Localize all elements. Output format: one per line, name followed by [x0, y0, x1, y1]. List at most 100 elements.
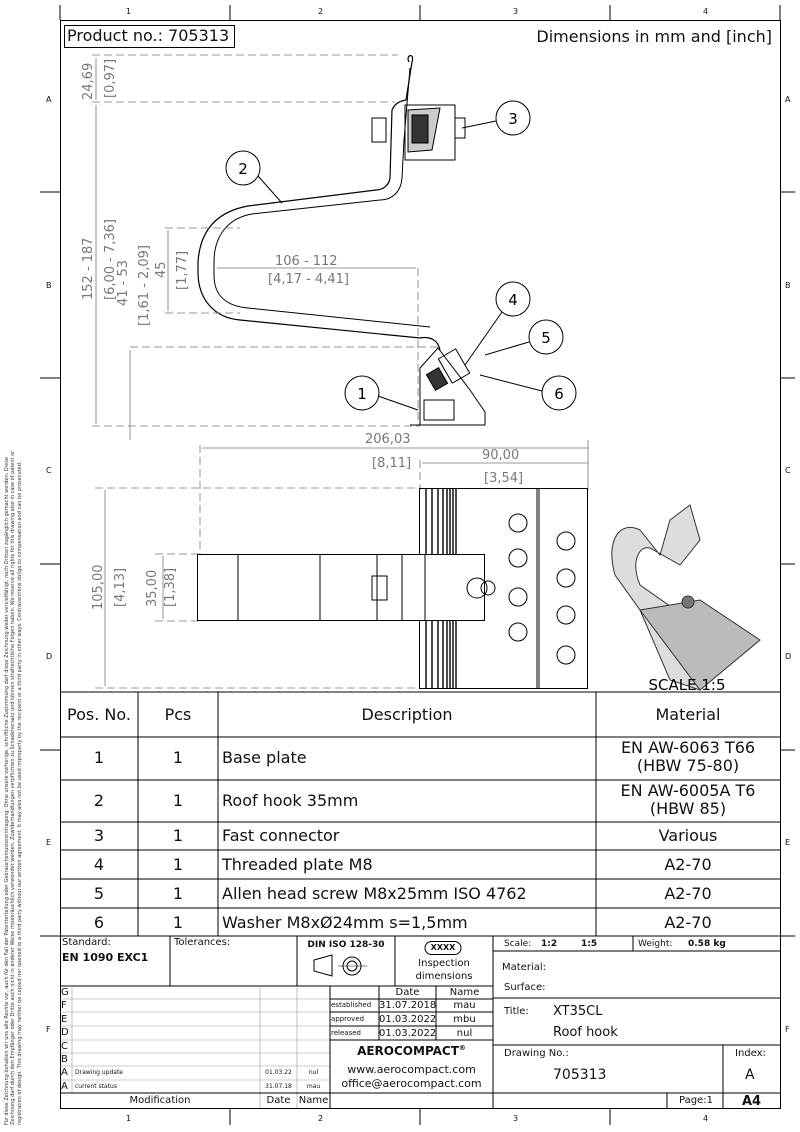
- material-hardness: (HBW 85): [649, 799, 727, 818]
- company-website[interactable]: www.aerocompact.com: [347, 1063, 476, 1076]
- registered-mark: ®: [458, 1044, 466, 1052]
- dim-text: [1,77]: [175, 251, 190, 290]
- balloon-1: 1: [357, 385, 367, 403]
- modification-label: Modification: [129, 1095, 191, 1106]
- index-label: Index:: [735, 1048, 766, 1059]
- company-name: AEROCOMPACT: [357, 1044, 459, 1058]
- rev-letter: G: [61, 987, 69, 998]
- company-logo: AEROCOMPACT®: [330, 1044, 493, 1058]
- pcs: 1: [172, 855, 184, 874]
- material: EN AW-6005A T6: [620, 781, 756, 800]
- dim-text: [3,54]: [484, 471, 523, 486]
- description: Roof hook 35mm: [222, 791, 359, 810]
- zone-row: D: [785, 652, 792, 661]
- description: Allen head screw M8x25mm ISO 4762: [222, 884, 527, 903]
- approval-label: approved: [331, 1015, 365, 1023]
- zone-row: C: [785, 466, 791, 475]
- material: A2-70: [664, 913, 712, 932]
- title-label: Title:: [504, 1006, 529, 1017]
- description: Threaded plate M8: [222, 855, 373, 874]
- header-pos: Pos. No.: [67, 705, 131, 724]
- header-material: Material: [655, 705, 721, 724]
- balloon-5: 5: [541, 329, 551, 347]
- dim-text: 105,00: [91, 565, 106, 611]
- zone-row: A: [785, 95, 791, 104]
- rev-letter: F: [61, 1000, 67, 1011]
- material: Various: [658, 826, 718, 845]
- pos: 6: [93, 913, 105, 932]
- scale-value: 1:2: [541, 939, 558, 949]
- zone-col: 2: [318, 7, 324, 16]
- standard-label: Standard:: [62, 937, 111, 948]
- approval-date: 01.03.2022: [379, 1014, 437, 1025]
- dim-text: 41 - 53: [116, 260, 131, 306]
- company-email[interactable]: office@aerocompact.com: [341, 1077, 482, 1090]
- zone-row: B: [46, 281, 52, 290]
- scale-label: Scale:: [504, 939, 532, 949]
- dim-text: 90,00: [482, 448, 519, 463]
- approval-label: released: [331, 1029, 361, 1037]
- weight-label: Weight:: [638, 939, 673, 949]
- pos: 5: [93, 884, 105, 903]
- revision-date: 31.07.18: [265, 1083, 292, 1090]
- zone-col: 2: [318, 1114, 324, 1123]
- weight-value: 0.58 kg: [688, 939, 726, 949]
- dim-text: [1,61 - 2,09]: [137, 245, 152, 326]
- pos: 2: [93, 791, 105, 810]
- header-pcs: Pcs: [164, 705, 192, 724]
- dim-text: [6,00 - 7,36]: [103, 219, 118, 300]
- date-header: Date: [395, 987, 420, 998]
- pcs: 1: [172, 913, 184, 932]
- rev-letter: A: [61, 1067, 68, 1078]
- isometric-view: [611, 504, 761, 691]
- name-header: Name: [449, 987, 480, 998]
- balloon-2: 2: [238, 160, 248, 178]
- zone-row: C: [46, 466, 52, 475]
- zone-row: E: [46, 838, 52, 847]
- title-name: Roof hook: [553, 1025, 618, 1040]
- pcs: 1: [172, 791, 184, 810]
- material-hardness: (HBW 75-80): [636, 756, 740, 775]
- pcs: 1: [172, 748, 184, 767]
- material: A2-70: [664, 855, 712, 874]
- description: Washer M8xØ24mm s=1,5mm: [222, 913, 468, 932]
- tolerances-label: Tolerances:: [174, 937, 231, 948]
- description: Fast connector: [222, 826, 340, 845]
- balloon-3: 3: [508, 110, 518, 128]
- surface-label: Surface:: [504, 982, 546, 993]
- product-number: Product no.: 705313: [67, 26, 230, 45]
- balloon-6: 6: [554, 385, 564, 403]
- description: Base plate: [222, 748, 307, 767]
- rev-letter: A: [61, 1081, 68, 1092]
- dim-text: [0,97]: [103, 59, 118, 98]
- approval-name: mbu: [453, 1014, 476, 1025]
- units-note: Dimensions in mm and [inch]: [536, 27, 772, 46]
- pos: 3: [93, 826, 105, 845]
- dim-text: [1,38]: [163, 568, 178, 607]
- rev-letter: D: [61, 1027, 69, 1038]
- dim-text: 106 - 112: [275, 254, 338, 269]
- material: A2-70: [664, 884, 712, 903]
- material: EN AW-6063 T66: [620, 738, 756, 757]
- paper-format: A4: [742, 1094, 762, 1109]
- pos: 4: [93, 855, 105, 874]
- pcs: 1: [172, 884, 184, 903]
- dim-text: [4,17 - 4,41]: [268, 272, 349, 287]
- approval-label: established: [331, 1001, 372, 1009]
- revision-name: mau: [306, 1083, 321, 1090]
- zone-col: 4: [703, 7, 709, 16]
- zone-row: F: [46, 1025, 51, 1034]
- zone-row: B: [785, 281, 791, 290]
- page-number: Page:1: [679, 1095, 713, 1106]
- zone-col: 1: [126, 1114, 132, 1123]
- iso-scale-label: SCALE 1:5: [649, 676, 726, 694]
- dim-text: 35,00: [145, 570, 160, 607]
- revision-name: nul: [308, 1069, 319, 1076]
- revision-desc: Drawing update: [75, 1069, 123, 1076]
- zone-row: D: [46, 652, 53, 661]
- zone-col: 4: [703, 1114, 709, 1123]
- header-description: Description: [361, 705, 453, 724]
- inspection-label: dimensions: [415, 971, 473, 982]
- rev-letter: E: [61, 1014, 68, 1025]
